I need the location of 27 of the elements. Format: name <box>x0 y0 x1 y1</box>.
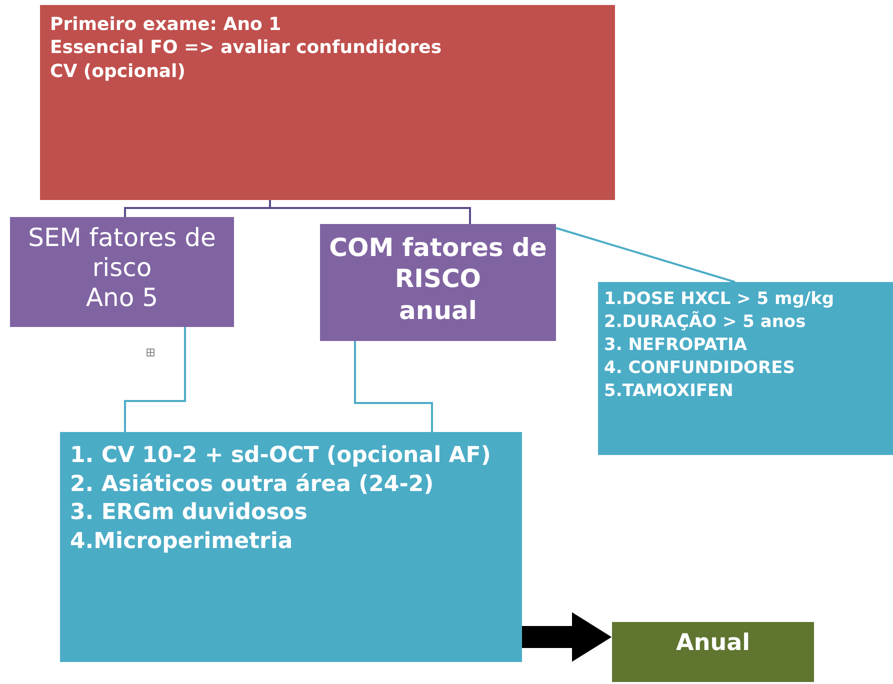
process-box <box>40 5 615 200</box>
node-text: CV (opcional) <box>50 60 186 84</box>
connector-line <box>556 227 736 283</box>
node-text: anual <box>398 294 478 326</box>
connector-line <box>354 341 433 432</box>
node-text: 1. CV 10-2 + sd-OCT (opcional AF) <box>70 442 492 470</box>
node-text: Anual <box>675 630 751 658</box>
process-box <box>598 282 893 455</box>
node-text: Ano 5 <box>84 283 160 313</box>
node-text: 4. CONFUNDIDORES <box>604 356 796 380</box>
connector-line <box>269 200 471 224</box>
process-box <box>612 622 814 682</box>
node-text: 1.DOSE HXCL > 5 mg/kg <box>604 288 836 311</box>
process-box <box>320 224 556 341</box>
connector-line <box>124 327 186 432</box>
node-text: Essencial FO => avaliar confundidores <box>50 36 443 60</box>
node-text: 2. Asiáticos outra área (24-2) <box>70 470 435 499</box>
process-box <box>60 432 522 662</box>
process-box <box>10 217 234 327</box>
arrow <box>522 612 612 662</box>
node-text: 3. ERGm duvidosos <box>70 499 308 528</box>
node-text: 3. NEFROPATIA <box>604 334 748 357</box>
node-text: SEM fatores de risco <box>27 223 217 283</box>
node-text: 5.TAMOXIFEN <box>604 380 734 403</box>
node-text: Primeiro exame: Ano 1 <box>50 13 282 36</box>
node-text: 2.DURAÇÃO > 5 anos <box>604 310 807 334</box>
node-text: 4.Microperimetria <box>70 528 294 556</box>
